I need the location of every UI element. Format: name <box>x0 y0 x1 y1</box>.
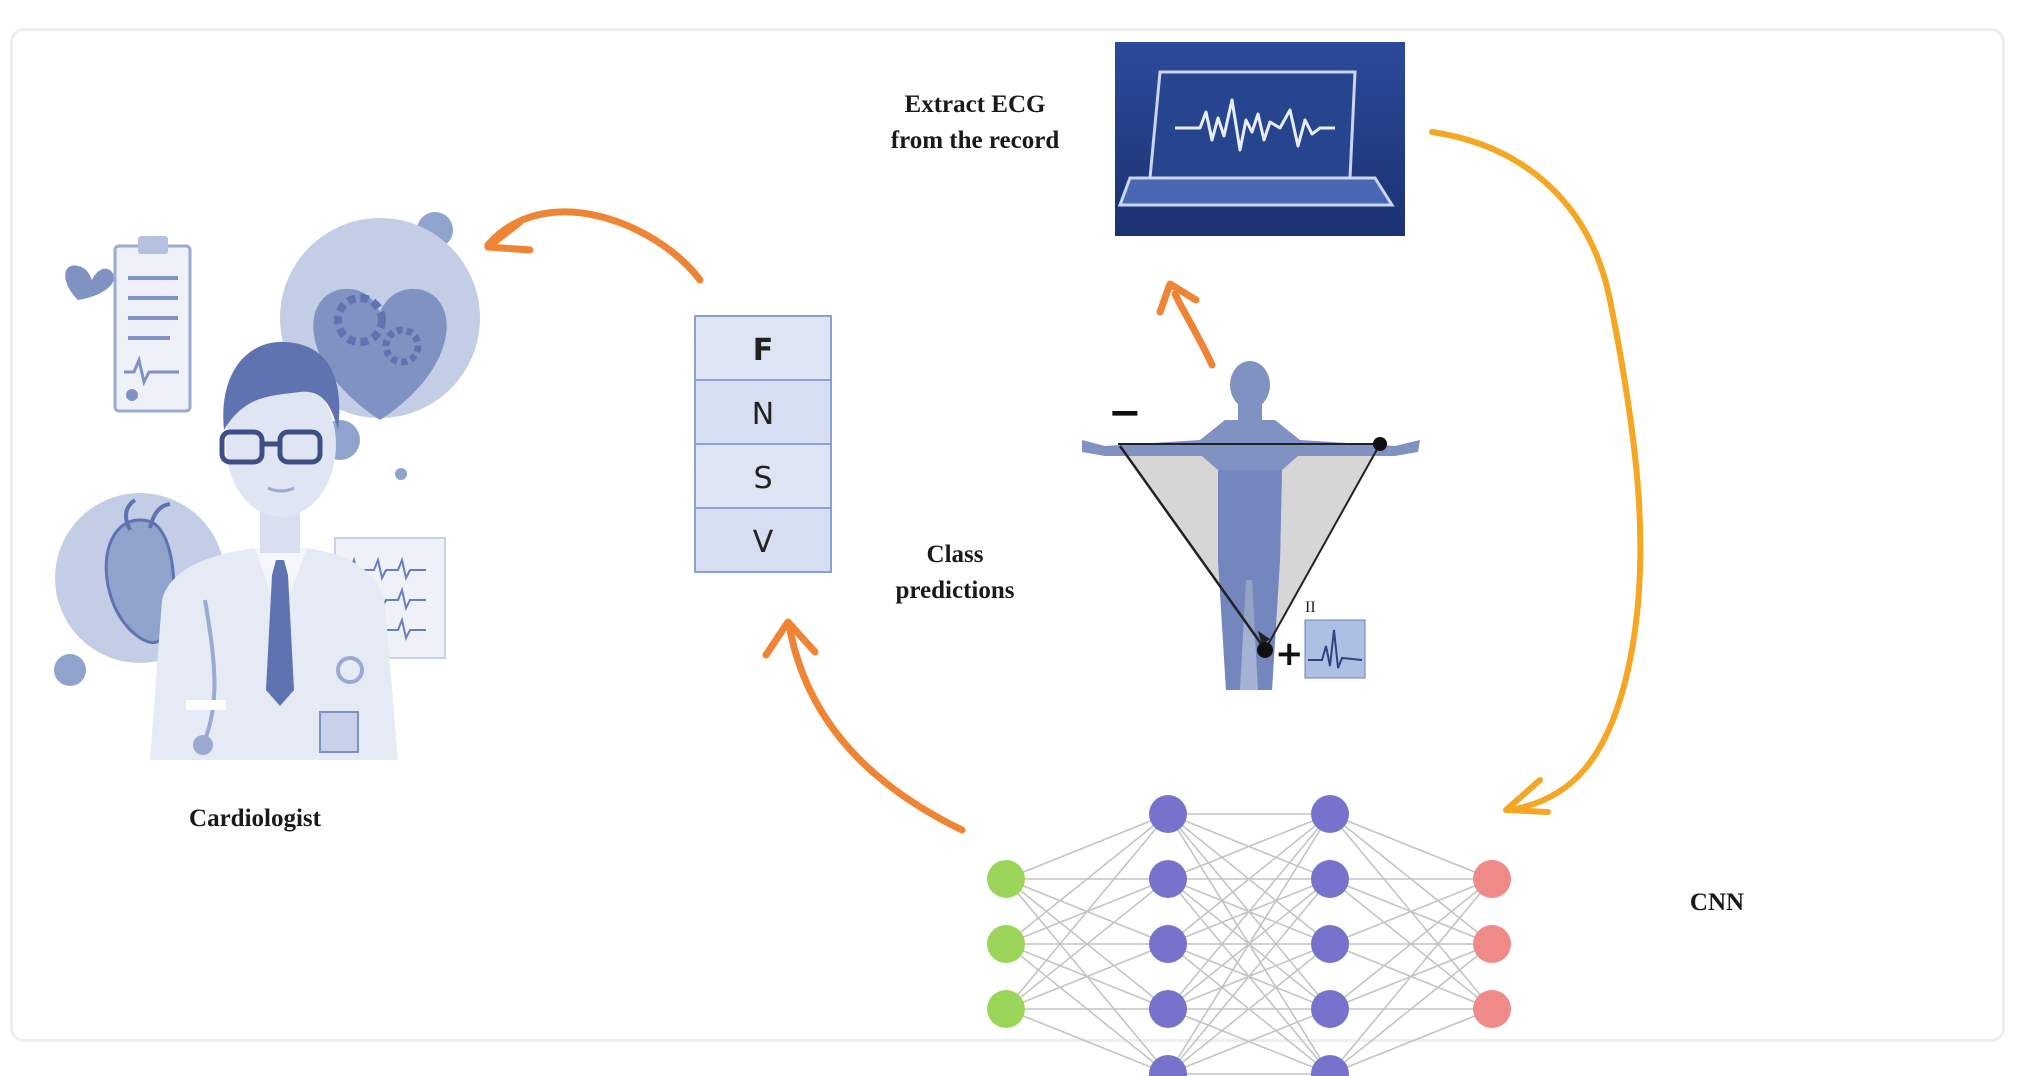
doctor-figure <box>150 341 398 760</box>
cnn-label: CNN <box>1690 889 1744 916</box>
network-edge <box>1005 943 1169 1010</box>
class-cell-v <box>694 507 832 573</box>
network-edge <box>1329 943 1493 1075</box>
network-edge <box>1329 1008 1493 1075</box>
network-edge <box>1167 813 1331 880</box>
laptop-ecg-icon <box>1115 42 1405 236</box>
hidden-node <box>1149 1055 1187 1076</box>
hidden-node <box>1311 795 1349 833</box>
arrow-cnn-to-class <box>762 618 966 834</box>
network-edge <box>1167 813 1331 945</box>
lead-plus-label: + <box>1275 634 1304 674</box>
network-edge <box>1005 813 1169 945</box>
hidden-node <box>1149 990 1187 1028</box>
lead-minus-label: − <box>1108 390 1142 436</box>
class-label-n: N <box>752 397 774 432</box>
cardiologist-label: Cardiologist <box>189 805 322 832</box>
output-node <box>1473 990 1511 1028</box>
hidden-node <box>1311 1055 1349 1076</box>
network-edge <box>1329 878 1493 1075</box>
hidden-node <box>1311 925 1349 963</box>
class-predictions-box: F N S V <box>694 315 832 573</box>
extract-ecg-label-line2: from the record <box>891 127 1060 154</box>
network-edge <box>1329 878 1493 1010</box>
network-nodes <box>987 795 1511 1076</box>
network-connections <box>1005 813 1493 1075</box>
network-edge <box>1005 1008 1169 1075</box>
network-edge <box>1167 943 1331 1075</box>
network-edge <box>1329 813 1493 880</box>
clipboard-icon <box>113 236 192 413</box>
lead-ii-label: II <box>1305 599 1316 616</box>
cardiologist-illustration <box>54 212 480 760</box>
class-label-f: F <box>753 333 774 368</box>
hidden-node <box>1149 860 1187 898</box>
network-edge <box>1167 1008 1331 1075</box>
arrow-class-to-cardiologist <box>484 208 704 284</box>
output-node <box>1473 925 1511 963</box>
network-edge <box>1329 878 1493 945</box>
class-label-v: V <box>753 525 774 560</box>
arrow-body-to-laptop <box>1156 280 1216 369</box>
input-node <box>987 990 1025 1028</box>
arrow-laptop-to-cnn <box>1429 129 1644 815</box>
network-edge <box>1167 813 1331 1075</box>
heart-icon <box>65 265 115 300</box>
extract-ecg-label-line1: Extract ECG <box>905 91 1046 118</box>
human-figure-lead-ii: − + II <box>1082 361 1420 690</box>
network-edge <box>1167 813 1331 1010</box>
network-edge <box>1005 878 1169 1010</box>
network-edge <box>1005 813 1169 880</box>
hidden-node <box>1311 860 1349 898</box>
class-label-s: S <box>753 461 772 496</box>
class-cell-n <box>694 379 832 445</box>
network-edge <box>1005 813 1169 1010</box>
hidden-node <box>1149 925 1187 963</box>
class-cell-f <box>694 315 832 381</box>
hidden-node <box>1311 990 1349 1028</box>
output-node <box>1473 860 1511 898</box>
hidden-node <box>1149 795 1187 833</box>
input-node <box>987 860 1025 898</box>
input-node <box>987 925 1025 963</box>
class-predictions-label-line2: predictions <box>896 577 1015 604</box>
class-cell-s <box>694 443 832 509</box>
class-predictions-label-line1: Class <box>927 541 984 568</box>
network-edge <box>1167 878 1331 1075</box>
